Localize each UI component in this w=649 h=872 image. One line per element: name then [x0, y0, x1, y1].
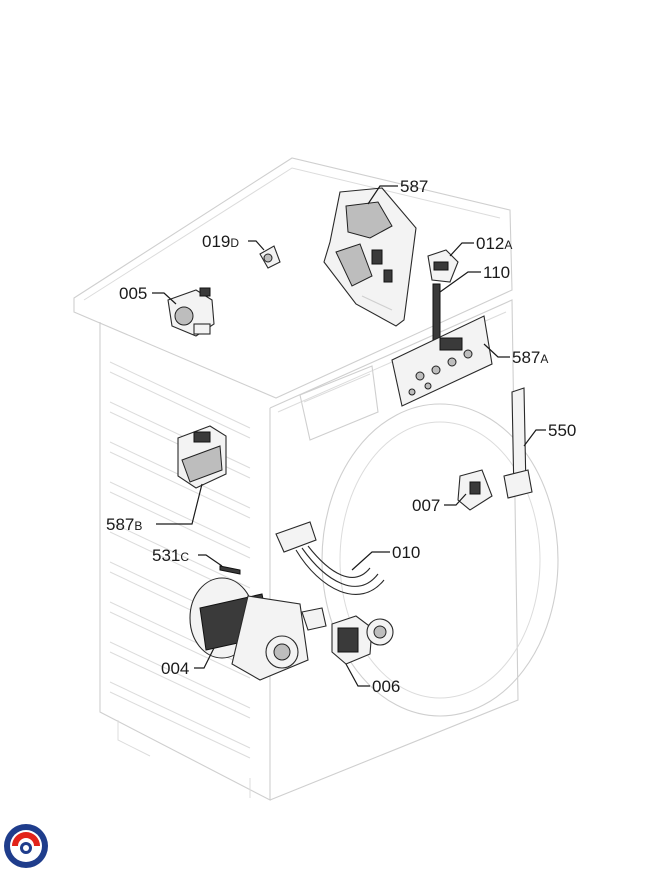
brand-swirl-logo — [4, 824, 48, 868]
callout-550: 550 — [548, 421, 576, 440]
drive-motor — [189, 577, 327, 681]
drain-pump — [331, 615, 394, 665]
leader-004 — [194, 647, 215, 669]
leader-007 — [444, 493, 467, 506]
heating-element — [275, 521, 385, 595]
leader-550 — [523, 429, 546, 447]
leader-019D — [248, 240, 265, 251]
pressure-switch-clip — [259, 245, 281, 269]
callout-587B: 587B — [106, 515, 142, 534]
leader-531C — [198, 554, 223, 567]
callout-010: 010 — [392, 543, 420, 562]
callout-012A: 012A — [476, 234, 512, 253]
callout-531C: 531C — [152, 546, 189, 565]
leader-587A — [483, 343, 510, 358]
callout-587: 587 — [400, 177, 428, 196]
leader-587B — [156, 483, 203, 525]
leader-587 — [367, 185, 398, 205]
pressure-tube — [432, 283, 441, 341]
pressure-switch — [427, 249, 459, 283]
callout-019D: 019D — [202, 232, 239, 251]
leader-010 — [351, 551, 390, 571]
callout-006: 006 — [372, 677, 400, 696]
leader-006 — [345, 663, 370, 687]
door-lock — [457, 469, 493, 511]
door-hinge-bracket — [503, 387, 533, 499]
water-inlet-valve — [167, 287, 215, 337]
leader-012A — [449, 242, 474, 257]
callout-110: 110 — [483, 263, 510, 282]
callout-005: 005 — [119, 284, 147, 303]
leader-110 — [439, 271, 481, 293]
display-board — [391, 315, 493, 407]
main-control-board — [323, 187, 417, 327]
callout-587A: 587A — [512, 348, 548, 367]
leader-005 — [152, 292, 177, 305]
carbon-brush-screw — [219, 565, 241, 575]
interference-filter — [177, 425, 227, 489]
callout-007: 007 — [412, 496, 440, 515]
leader-lines — [152, 185, 546, 687]
callout-004: 004 — [161, 659, 189, 678]
callout-labels: 587 019D 012A 110 005 587A 550 007 587B … — [106, 177, 576, 696]
machine-cabinet-outline — [73, 157, 559, 801]
